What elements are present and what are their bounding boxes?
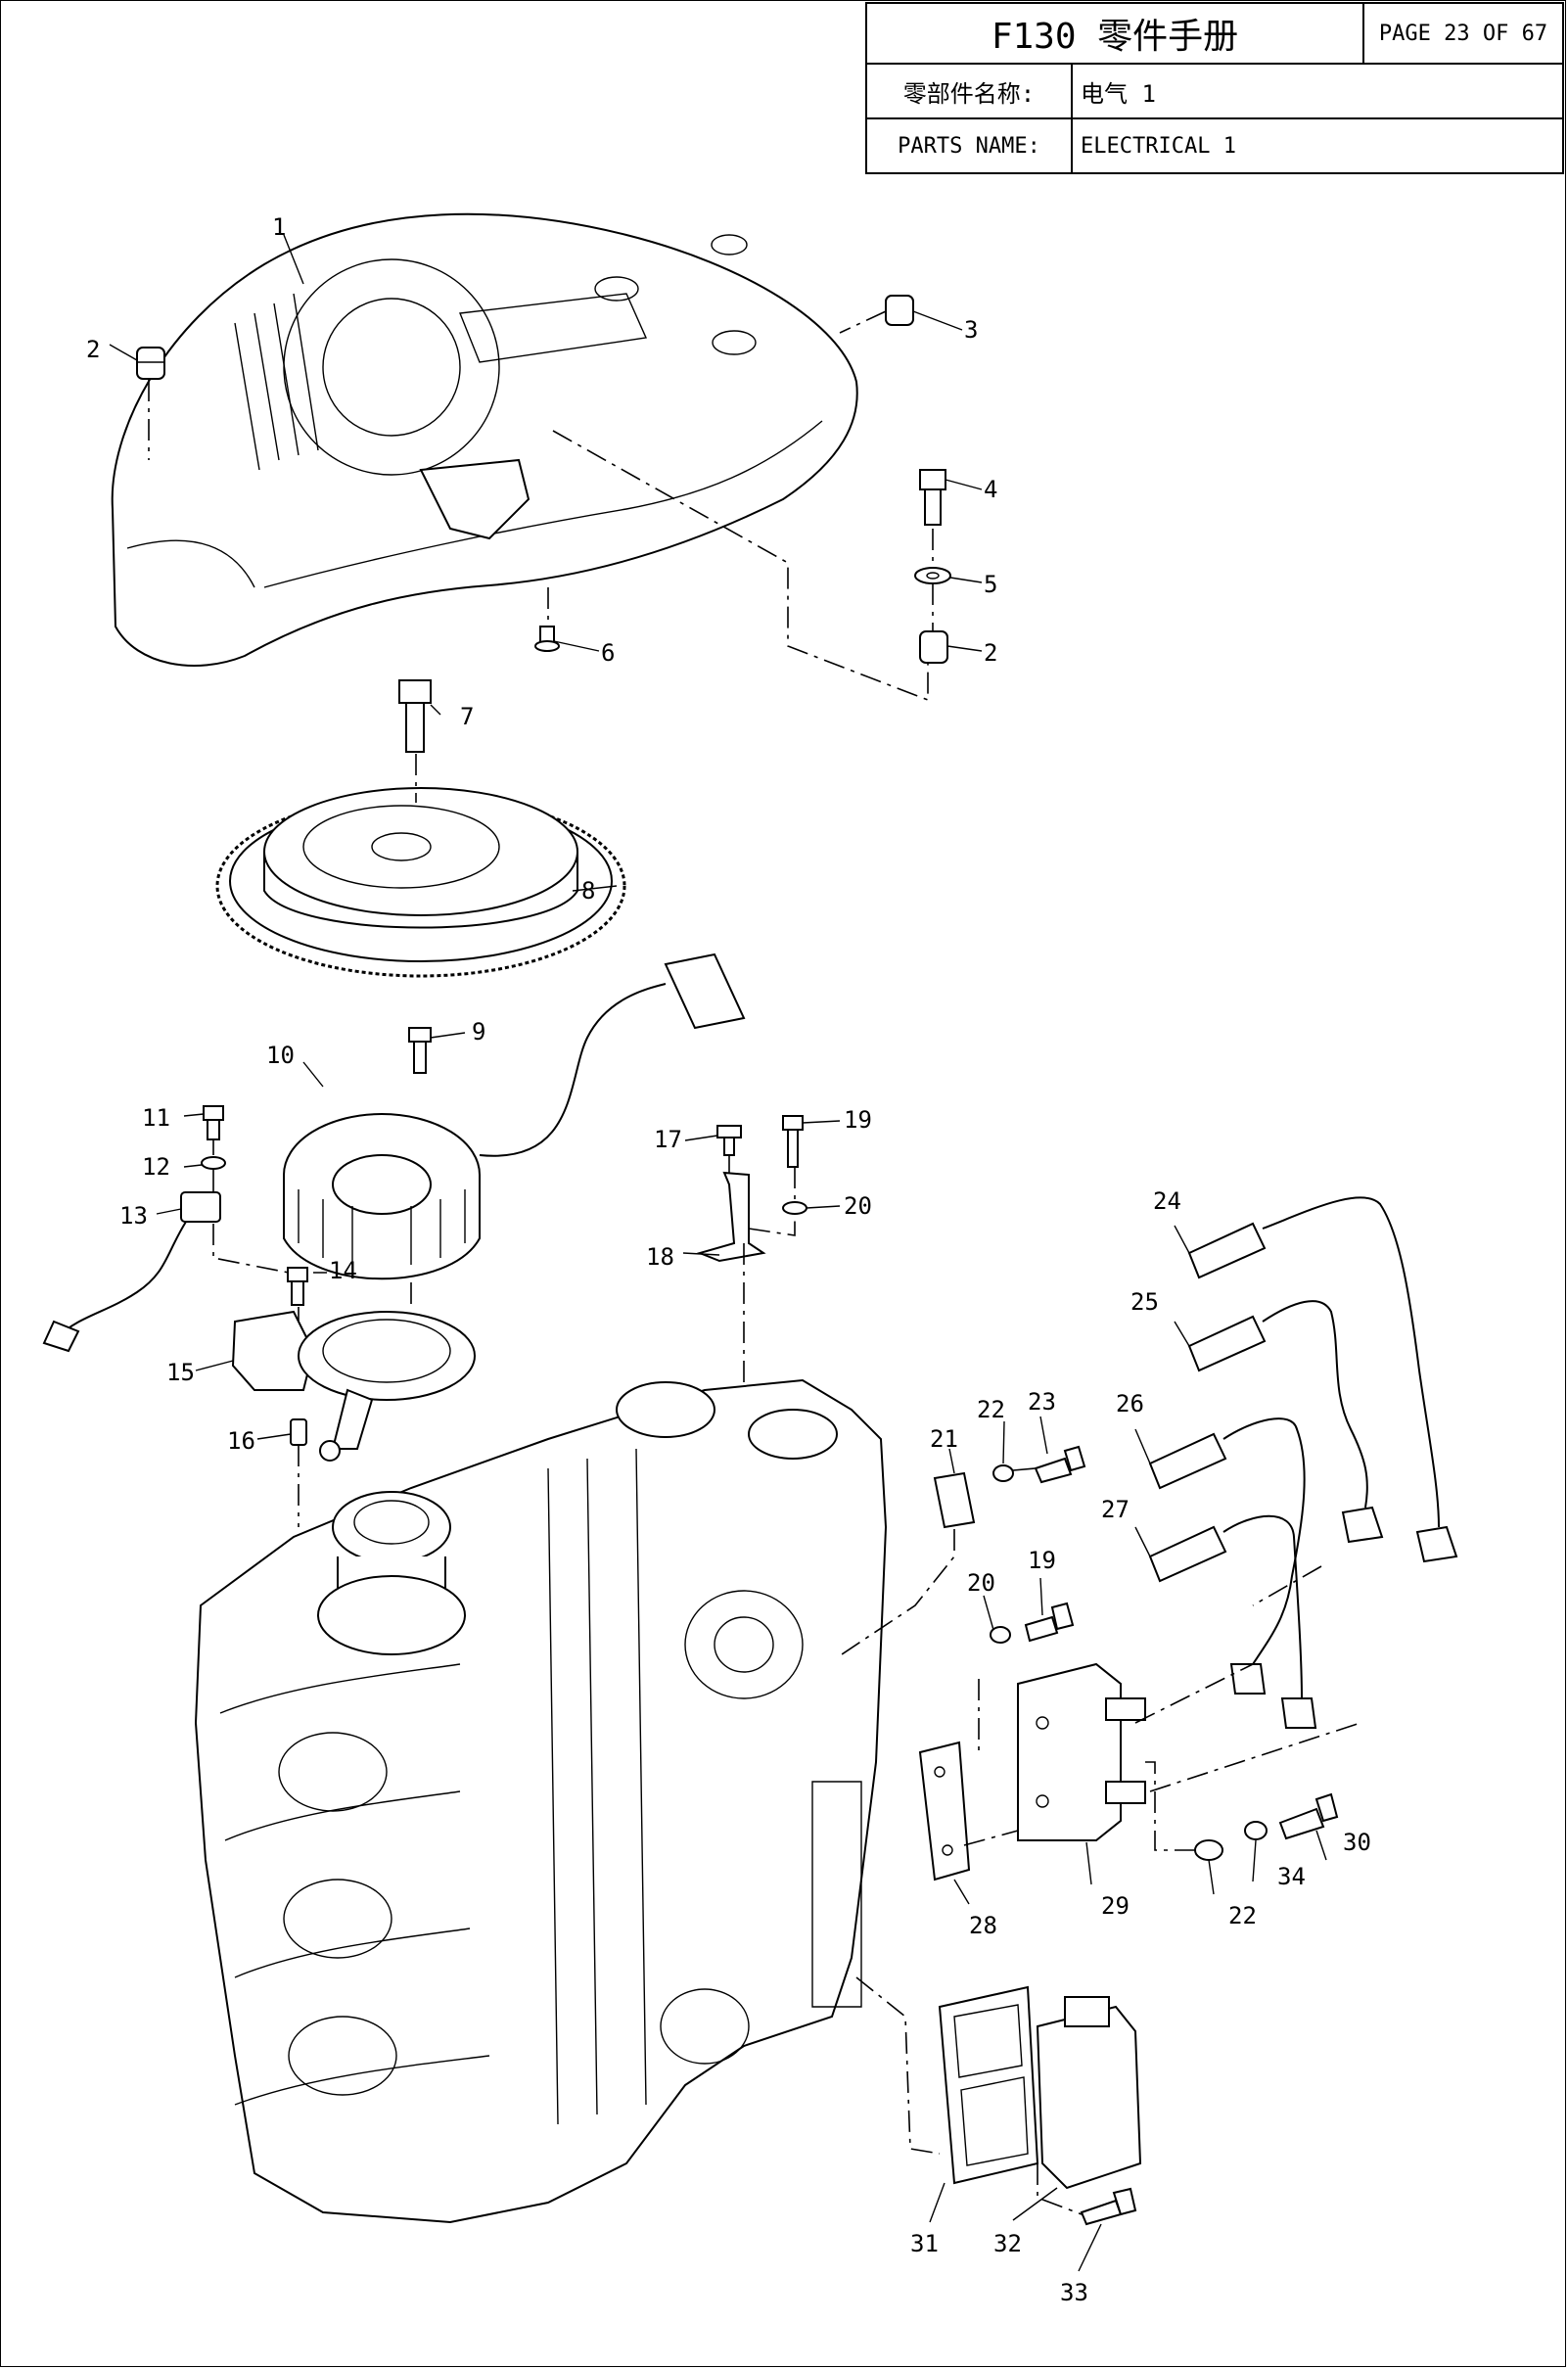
sensor-21 [933,1471,976,1529]
name-en-value: ELECTRICAL 1 [1081,133,1236,159]
callout-24: 24 [1153,1187,1181,1215]
washer-22b [1194,1839,1223,1861]
grommet-right [885,295,914,326]
callout-18: 18 [646,1243,674,1271]
screw-11 [203,1105,224,1140]
plug-cap-27 [1148,1514,1317,1729]
name-en-label: PARTS NAME: [867,119,1073,172]
page-number: PAGE 23 OF 67 [1378,21,1548,46]
screw-14 [287,1267,308,1306]
pin-6 [534,626,560,652]
plug-cap-25 [1187,1300,1384,1544]
callout-28: 28 [969,1912,997,1939]
callout-34: 34 [1277,1863,1306,1890]
bolt-19a [782,1115,804,1168]
callout-9: 9 [472,1018,485,1045]
callout-20: 20 [844,1192,872,1220]
callout-8: 8 [581,877,595,905]
callout-5: 5 [984,571,997,598]
callout-26: 26 [1116,1390,1144,1417]
callout-2b: 2 [984,639,997,667]
lock-washer-34 [1244,1821,1268,1840]
bolt-30 [1278,1792,1339,1840]
bolt-19b [1024,1602,1075,1643]
callout-7: 7 [460,703,474,730]
callout-10: 10 [266,1042,295,1069]
callout-32: 32 [993,2230,1022,2257]
washer-20a [782,1201,807,1215]
callout-30: 30 [1343,1829,1371,1856]
engine-block [194,1378,888,2224]
ecu-32 [1036,1996,1142,2190]
callout-6: 6 [601,639,615,667]
callout-12: 12 [142,1153,170,1181]
callout-29: 29 [1101,1892,1130,1920]
bracket-28 [918,1741,971,1881]
callout-14: 14 [329,1257,357,1284]
bolt-33 [1080,2187,1137,2226]
washer-12 [201,1156,226,1170]
callout-19: 19 [844,1106,872,1134]
callout-4: 4 [984,476,997,503]
stator-screw [408,1027,432,1074]
callout-33: 33 [1060,2279,1088,2306]
callout-2: 2 [86,336,100,363]
callout-20b: 20 [967,1569,995,1597]
callout-31: 31 [910,2230,939,2257]
callout-25: 25 [1130,1288,1159,1316]
name-cn-row: 零部件名称: 电气 1 [867,65,1562,119]
washer-5 [914,567,951,584]
callout-15: 15 [166,1359,195,1386]
flywheel [215,787,626,978]
flywheel-bolt [398,679,432,753]
callout-11: 11 [142,1104,170,1132]
rivet-17 [716,1125,742,1156]
washer-22a [992,1464,1014,1482]
bracket-18 [696,1171,766,1263]
pin-16 [290,1418,307,1446]
plug-cap-26 [1148,1417,1306,1695]
grommet-2b [919,630,948,664]
callout-27: 27 [1101,1496,1130,1523]
stator-wire [479,952,746,1157]
callout-1: 1 [272,213,286,241]
title-block: F130 零件手册 PAGE 23 OF 67 零部件名称: 电气 1 PART… [865,2,1564,174]
title-row: F130 零件手册 PAGE 23 OF 67 [867,4,1562,65]
callout-19b: 19 [1028,1547,1056,1574]
pulser-coil [42,1191,221,1353]
callout-3: 3 [964,316,978,344]
callout-21: 21 [930,1425,958,1453]
gasket-31 [938,1985,1039,2185]
bolt-23 [1034,1445,1086,1484]
ignition-coil [1017,1662,1146,1841]
callout-22b: 22 [1228,1902,1257,1929]
bolt-4 [919,469,946,526]
washer-20b [990,1626,1011,1644]
stator [283,1113,481,1280]
callout-16: 16 [227,1427,255,1455]
callout-13: 13 [119,1202,148,1230]
callout-23: 23 [1028,1388,1056,1416]
grommet-left [136,347,165,380]
model-title: F130 零件手册 [867,4,1364,63]
top-cover [111,212,858,667]
name-cn-label: 零部件名称: [867,65,1073,117]
callout-22: 22 [977,1396,1005,1423]
stator-bracket [231,1310,476,1462]
plug-cap-24 [1187,1196,1458,1563]
name-cn-value: 电气 1 [1081,79,1156,108]
name-en-row: PARTS NAME: ELECTRICAL 1 [867,119,1562,172]
callout-17: 17 [654,1126,682,1153]
